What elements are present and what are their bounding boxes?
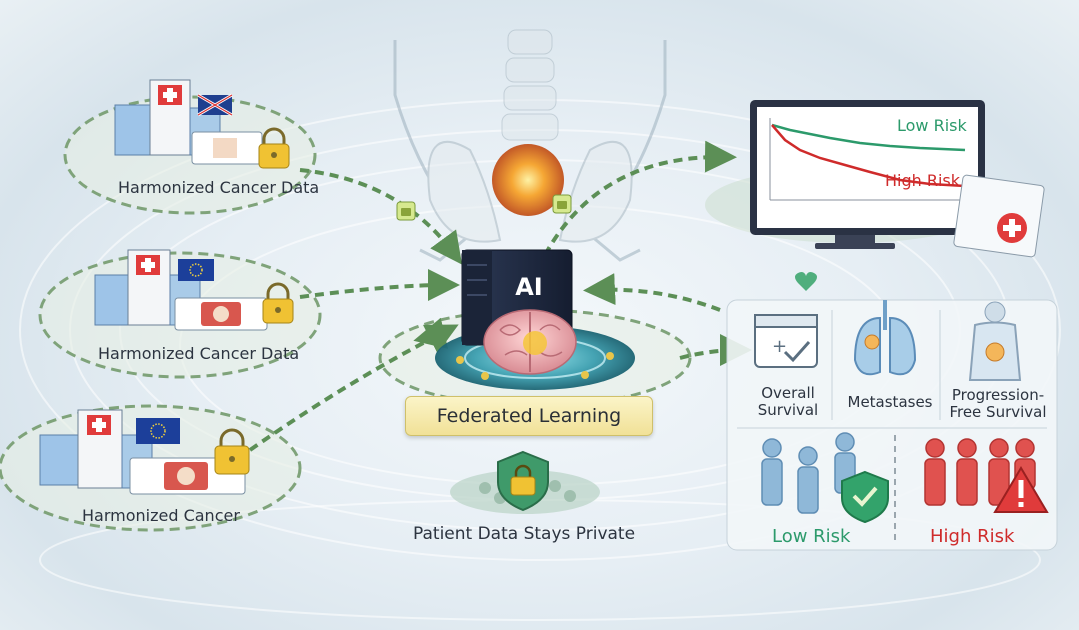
metastases-label: Metastases — [842, 394, 938, 411]
progression-free-survival-label: Progression- Free Survival — [945, 387, 1051, 421]
heart-icon — [795, 272, 817, 291]
federated-learning-badge: Federated Learning — [405, 396, 653, 436]
svg-text:+: + — [772, 336, 787, 357]
privacy-label: Patient Data Stays Private — [413, 524, 635, 544]
brain-icon — [484, 310, 576, 374]
site-3-label: Harmonized Cancer — [82, 506, 240, 525]
federated-learning-label: Federated Learning — [437, 405, 622, 427]
low-risk-label: Low Risk — [772, 526, 850, 547]
calendar-icon: + — [755, 315, 817, 367]
site-2-label: Harmonized Cancer Data — [98, 344, 299, 363]
monitor-low-risk-label: Low Risk — [897, 116, 967, 135]
high-risk-label: High Risk — [930, 526, 1014, 547]
ai-label: AI — [494, 273, 564, 301]
site-1-label: Harmonized Cancer Data — [118, 178, 319, 197]
monitor-high-risk-label: High Risk — [885, 171, 960, 190]
overall-survival-label: Overall Survival — [749, 385, 827, 419]
medical-report-icon — [953, 175, 1044, 258]
